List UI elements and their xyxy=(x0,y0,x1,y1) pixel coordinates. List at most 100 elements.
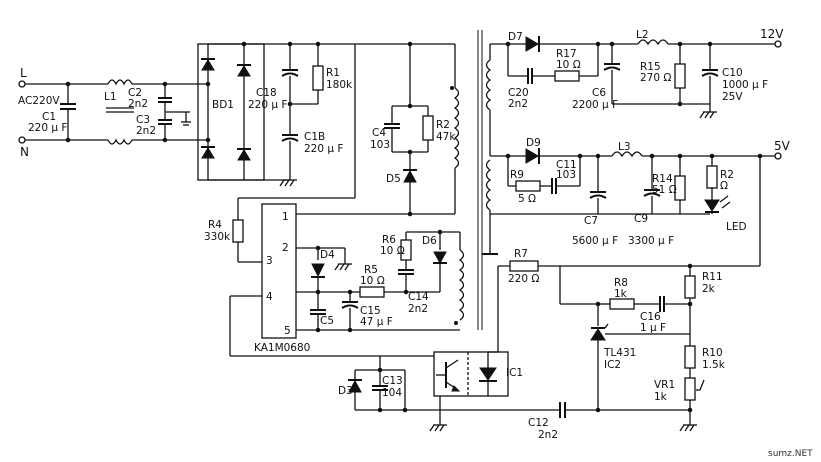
label-c16-value: 1 μ F xyxy=(640,322,666,334)
label-ic1: IC1 xyxy=(506,367,523,379)
label-r14: R14 xyxy=(652,173,673,185)
watermark: sumz.NET xyxy=(768,449,813,459)
label-c10: C10 xyxy=(722,67,743,79)
resistor-r8 xyxy=(609,298,635,310)
label-r11: R11 xyxy=(702,271,723,283)
diode-d9 xyxy=(525,148,539,164)
label-c14-value: 2n2 xyxy=(408,303,428,315)
label-r2-led-value: Ω xyxy=(720,180,728,192)
terminal-l xyxy=(18,80,26,88)
label-r15-value: 270 Ω xyxy=(640,72,671,84)
label-r7-value: 220 Ω xyxy=(508,273,539,285)
label-r6-value: 10 Ω xyxy=(380,245,405,257)
diode-bridge-2 xyxy=(237,65,251,77)
controller-ic xyxy=(229,203,465,357)
label-c5: C5 xyxy=(320,315,334,327)
label-c13-value: 104 xyxy=(382,387,402,399)
label-c9: C9 xyxy=(634,213,648,225)
transformer-auxiliary xyxy=(458,249,465,321)
label-c20-value: 2n2 xyxy=(508,98,528,110)
ac-input-section xyxy=(18,79,208,145)
resistor-r11 xyxy=(684,275,696,299)
label-r9-value: 5 Ω xyxy=(518,193,536,205)
label-r6: R6 xyxy=(382,234,396,246)
choke-l1-top xyxy=(107,79,133,86)
label-c1-value: 220 μ F xyxy=(28,122,67,134)
label-c9-value: 3300 μ F xyxy=(628,235,674,247)
label-pin5: 5 xyxy=(284,325,291,337)
label-c18-value: 220 μ F xyxy=(248,99,287,111)
bulk-capacitors xyxy=(279,41,324,187)
label-r11-value: 2k xyxy=(702,283,716,295)
primary-snubber xyxy=(232,41,460,263)
label-r10-value: 1.5k xyxy=(702,359,726,371)
label-r8-value: 1k xyxy=(614,288,628,300)
label-c20: C20 xyxy=(508,87,529,99)
optocoupler-section xyxy=(348,351,690,432)
resistor-r2-led xyxy=(706,165,718,189)
led-indicator xyxy=(704,199,720,212)
label-led: LED xyxy=(726,221,747,233)
resistor-r17 xyxy=(554,70,580,82)
label-c2-value: 2n2 xyxy=(128,98,148,110)
diode-d5 xyxy=(403,169,417,183)
diode-d4 xyxy=(311,263,325,278)
label-d3: D3 xyxy=(338,385,353,397)
output-5v xyxy=(488,148,782,353)
ic-ka1m0680 xyxy=(261,203,297,339)
label-r17: R17 xyxy=(556,48,577,60)
label-c7: C7 xyxy=(584,215,598,227)
label-c13: C13 xyxy=(382,375,403,387)
label-12v: 12V xyxy=(760,27,784,41)
label-c7-value: 5600 μ F xyxy=(572,235,618,247)
terminal-n xyxy=(18,136,26,144)
label-r5-value: 10 Ω xyxy=(360,275,385,287)
bridge-rectifier-bd1 xyxy=(197,41,355,181)
inductor-l3 xyxy=(611,151,643,158)
label-l1: L1 xyxy=(104,91,117,103)
label-d4: D4 xyxy=(320,249,335,261)
secondary-5v-winding xyxy=(485,159,492,211)
label-pin2: 2 xyxy=(282,242,289,254)
label-pin3: 3 xyxy=(266,255,273,267)
label-vr1-value: 1k xyxy=(654,391,668,403)
diode-bridge-4 xyxy=(237,149,251,161)
label-l2: L2 xyxy=(636,29,649,41)
diode-bridge-1 xyxy=(201,59,215,71)
choke-l1-bottom xyxy=(107,138,133,145)
label-d7: D7 xyxy=(508,31,523,43)
label-d5: D5 xyxy=(386,173,401,185)
label-r9: R9 xyxy=(510,169,524,181)
label-r1-value: 180k xyxy=(326,79,353,91)
label-c10-value: 1000 μ F xyxy=(722,79,768,91)
label-c2: C2 xyxy=(128,87,142,99)
label-ac: AC220V xyxy=(18,95,60,107)
label-r5: R5 xyxy=(364,264,378,276)
label-c11-value: 103 xyxy=(556,169,576,181)
terminal-12v xyxy=(774,40,782,48)
output-12v xyxy=(490,36,782,119)
label-c10-voltage: 25V xyxy=(722,91,743,103)
label-c6: C6 xyxy=(592,87,606,99)
label-c18: C18 xyxy=(256,87,277,99)
label-r1: R1 xyxy=(326,67,340,79)
label-bd1: BD1 xyxy=(212,99,234,111)
diode-d6 xyxy=(433,251,447,265)
label-l: L xyxy=(20,66,27,80)
label-r4-value: 330k xyxy=(204,231,231,243)
label-c4: C4 xyxy=(372,127,386,139)
label-c3: C3 xyxy=(136,114,150,126)
resistor-r1 xyxy=(312,65,324,91)
secondary-12v-winding xyxy=(485,59,492,111)
label-ic2: IC2 xyxy=(604,359,621,371)
trimmer-vr1 xyxy=(684,377,696,401)
label-vr1: VR1 xyxy=(654,379,675,391)
label-c4-value: 103 xyxy=(370,139,390,151)
label-tl431: TL431 xyxy=(603,347,636,359)
label-5v: 5V xyxy=(774,139,791,153)
label-r17-value: 10 Ω xyxy=(556,59,581,71)
regulator-tl431 xyxy=(590,328,606,341)
label-r7: R7 xyxy=(514,248,528,260)
